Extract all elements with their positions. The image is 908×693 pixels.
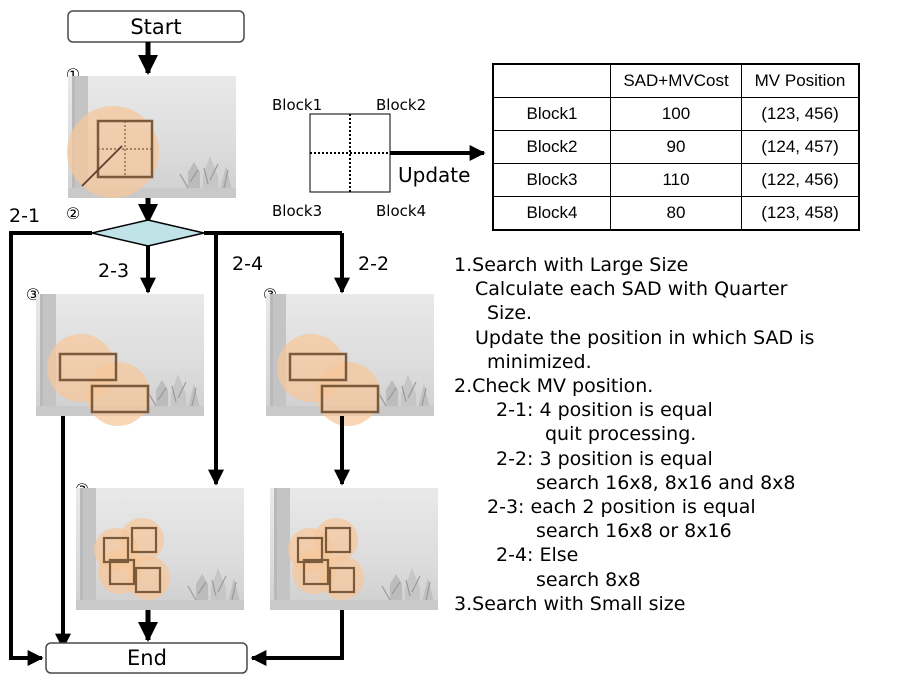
arrow-bottom-right-to-end — [250, 610, 344, 666]
table-cell: (123, 456) — [741, 97, 860, 131]
note-line: 2-2: 3 position is equal — [496, 447, 713, 470]
table-row: Block2 90 (124, 457) — [492, 130, 860, 164]
table-header-row: SAD+MVCost MV Position — [492, 63, 860, 98]
table-row: Block1 100 (123, 456) — [492, 97, 860, 131]
search-image-2-3 — [35, 293, 205, 426]
note-line: Calculate each SAD with Quarter — [475, 278, 788, 301]
algorithm-notes: 1.Search with Large Size Calculate each … — [454, 253, 906, 616]
start-label: Start — [130, 15, 181, 39]
start-box — [67, 10, 245, 43]
block-label-2: Block2 — [376, 96, 426, 114]
block-grid — [309, 113, 391, 193]
table-cell: Block2 — [492, 130, 611, 164]
note-line: 1.Search with Large Size — [454, 254, 689, 276]
step-marker-2: ② — [66, 204, 80, 223]
note-line: Size. — [487, 302, 533, 325]
table-header-cell — [492, 63, 611, 98]
end-label: End — [127, 646, 167, 670]
note-line: quit processing. — [545, 423, 697, 446]
block-label-3: Block3 — [272, 202, 322, 220]
table-cell: 80 — [610, 196, 742, 231]
table-header-cell: SAD+MVCost — [610, 63, 742, 98]
note-line: 2-1: 4 position is equal — [496, 399, 713, 422]
decision-diamond — [91, 219, 205, 247]
search-image-2-2 — [265, 293, 435, 426]
update-label: Update — [398, 163, 470, 187]
table-cell: (123, 458) — [741, 196, 860, 231]
note-line: minimized. — [487, 350, 592, 373]
table-cell: Block3 — [492, 163, 611, 197]
table-cell: 100 — [610, 97, 742, 131]
note-line: Update the position in which SAD is — [475, 326, 815, 349]
block-label-4: Block4 — [376, 202, 426, 220]
branch-label-2-4: 2-4 — [232, 253, 263, 275]
note-line: 2.Check MV position. — [454, 375, 654, 398]
note-line: search 16x8, 8x16 and 8x8 — [536, 471, 796, 494]
table-cell: Block1 — [492, 97, 611, 131]
table-cell: (122, 456) — [741, 163, 860, 197]
end-box — [45, 642, 248, 674]
search-image-small-right — [269, 487, 439, 611]
mv-table: SAD+MVCost MV Position Block1 100 (123, … — [492, 63, 860, 231]
note-line: search 8x8 — [536, 568, 641, 591]
branch-label-2-1: 2-1 — [9, 205, 40, 227]
table-row: Block4 80 (123, 458) — [492, 196, 860, 231]
branch-2-1-line — [9, 231, 92, 666]
table-cell: (124, 457) — [741, 130, 860, 164]
table-cell: 110 — [610, 163, 742, 197]
branch-label-2-2: 2-2 — [358, 253, 389, 275]
note-line: 2-4: Else — [496, 544, 579, 567]
note-line: 3.Search with Small size — [454, 592, 686, 615]
table-cell: Block4 — [492, 196, 611, 231]
search-image-small-left — [75, 487, 245, 611]
search-image-large — [67, 75, 237, 199]
note-line: 2-3: each 2 position is equal — [487, 496, 756, 519]
note-line: search 16x8 or 8x16 — [536, 520, 732, 543]
table-cell: 90 — [610, 130, 742, 164]
block-label-1: Block1 — [272, 96, 322, 114]
branch-label-2-3: 2-3 — [98, 260, 129, 282]
table-header-cell: MV Position — [741, 63, 860, 98]
table-row: Block3 110 (122, 456) — [492, 163, 860, 197]
